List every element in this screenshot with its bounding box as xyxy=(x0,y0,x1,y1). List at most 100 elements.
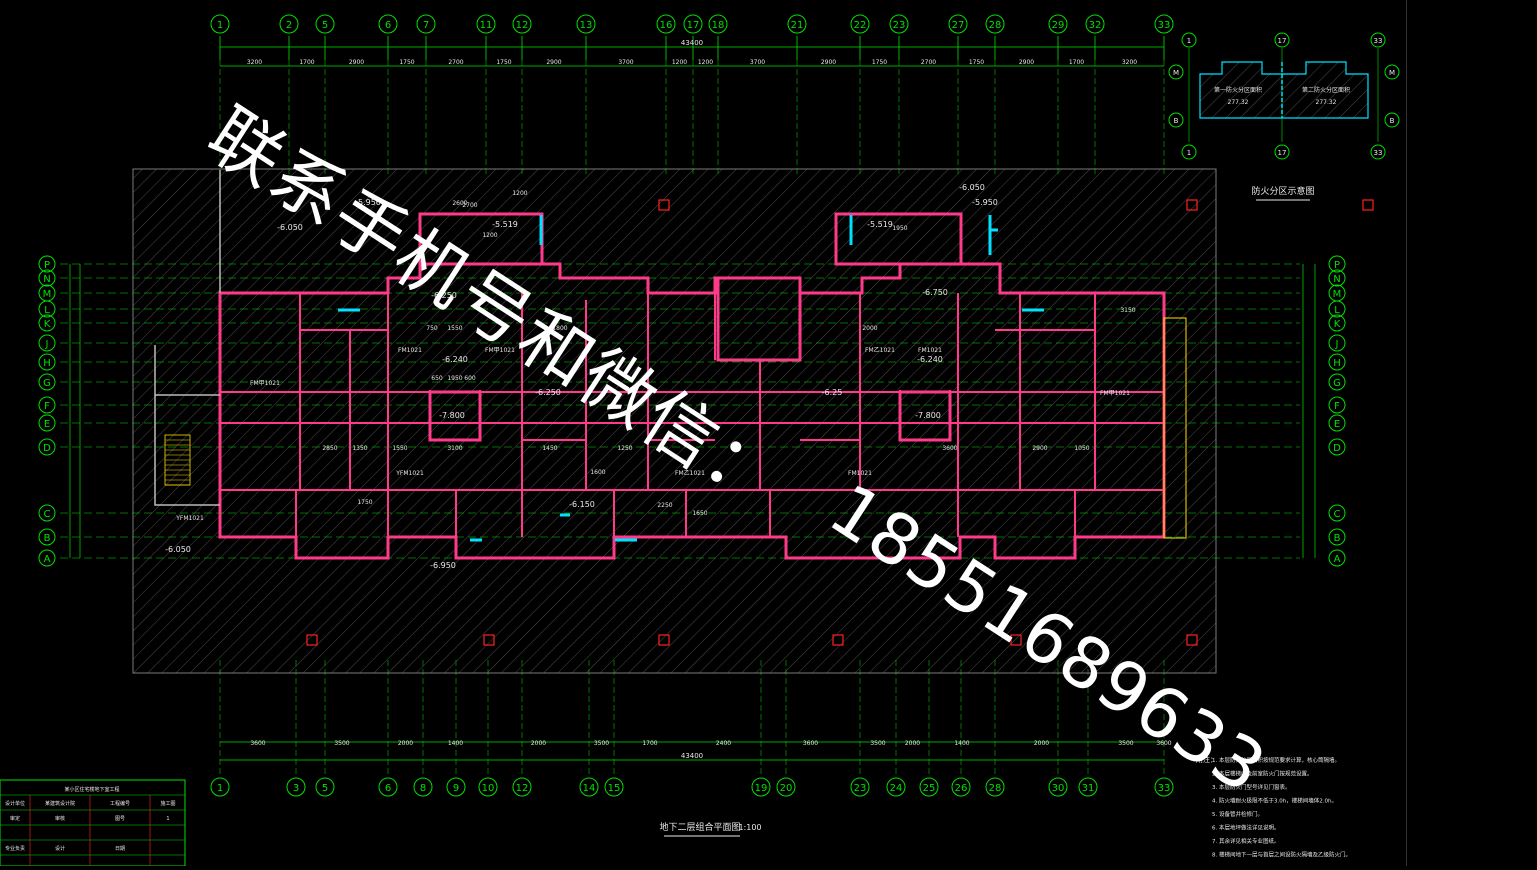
grid-label-bottom: 12 xyxy=(516,783,529,794)
grid-bubble-top xyxy=(1085,14,1105,34)
grid-label-top: 28 xyxy=(989,20,1002,31)
fire-zone-1-label: 第一防火分区面积 xyxy=(1214,86,1262,94)
note-line: 4. 防火墙耐火极限不低于3.0h，楼梯间墙体2.0h。 xyxy=(1212,797,1337,805)
grid-label-bottom: 23 xyxy=(854,783,867,794)
site-hatch-area xyxy=(132,168,1217,674)
grid-bubble-left xyxy=(38,314,56,332)
grid-bubble-top xyxy=(1048,14,1068,34)
key-grid-bubble xyxy=(1274,144,1290,160)
dim-top-label: 2900 xyxy=(1019,59,1034,66)
grid-bubble-top xyxy=(576,14,596,34)
inner-dim-label: 1600 xyxy=(590,469,605,476)
key-grid-bubble xyxy=(1168,112,1184,128)
grid-bubble-right xyxy=(1328,353,1346,371)
grid-label-right: J xyxy=(1335,339,1339,350)
dim-top-label: 1750 xyxy=(969,59,984,66)
grid-label-bottom: 9 xyxy=(453,783,459,794)
grid-bubble-right xyxy=(1328,504,1346,522)
inner-dim-label: 1250 xyxy=(617,445,632,452)
grid-label-bottom: 14 xyxy=(583,783,596,794)
key-grid-label: 33 xyxy=(1374,37,1383,45)
dim-top-label: 2700 xyxy=(448,59,463,66)
grid-label-left: L xyxy=(44,305,50,316)
elevator-core xyxy=(716,276,802,362)
grid-bubble-bottom xyxy=(478,777,498,797)
elevation-label: -6.050 xyxy=(277,223,303,232)
grid-label-right: P xyxy=(1334,260,1340,271)
grid-bubble-bottom xyxy=(951,777,971,797)
grid-bubble-top xyxy=(416,14,436,34)
grid-label-right: C xyxy=(1334,509,1341,520)
key-grid-label: 1 xyxy=(1187,149,1191,157)
elevation-label: -6.050 xyxy=(959,183,985,192)
drawing-scale: 1:100 xyxy=(738,823,761,832)
column-marker xyxy=(1010,634,1022,646)
grid-label-bottom: 28 xyxy=(989,783,1002,794)
grid-label-bottom: 24 xyxy=(890,783,903,794)
inner-dim-label: 650 xyxy=(431,375,443,382)
grid-label-right: N xyxy=(1333,274,1340,285)
dim-bottom-label: 1400 xyxy=(448,740,463,747)
grid-bubble-bottom xyxy=(1078,777,1098,797)
grid-bubble-bottom xyxy=(919,777,939,797)
grid-label-right: A xyxy=(1334,554,1341,565)
dim-top-label: 1750 xyxy=(399,59,414,66)
elevation-label: -6.240 xyxy=(917,355,943,364)
grid-bubble-top xyxy=(850,14,870,34)
elevation-label: -7.800 xyxy=(439,411,465,420)
dim-top-label: 2900 xyxy=(349,59,364,66)
grid-label-bottom: 19 xyxy=(755,783,768,794)
titleblock-cell: 1 xyxy=(166,816,169,822)
key-grid-label: 17 xyxy=(1278,149,1287,157)
elevation-label: -5.950 xyxy=(972,198,998,207)
dim-top-label: 1750 xyxy=(496,59,511,66)
grid-bubble-bottom xyxy=(210,777,230,797)
grid-bubble-top xyxy=(683,14,703,34)
dim-bottom-label: 1400 xyxy=(954,740,969,747)
inner-dim-label: 1450 xyxy=(542,445,557,452)
grid-bubble-right xyxy=(1328,314,1346,332)
door-tag: FM乙1021 xyxy=(865,347,895,354)
grid-label-bottom: 31 xyxy=(1082,783,1095,794)
grid-bubble-right xyxy=(1328,396,1346,414)
inner-dim-label: 1050 xyxy=(1074,445,1089,452)
grid-bubble-bottom xyxy=(446,777,466,797)
note-line: 3. 本层防火门型号详见门窗表。 xyxy=(1212,783,1291,791)
inner-dim-label: 600 xyxy=(464,375,476,382)
grid-bubble-left xyxy=(38,269,56,287)
key-grid-label: 1 xyxy=(1187,37,1191,45)
grid-label-left: D xyxy=(43,443,51,454)
grid-bubble-right xyxy=(1328,269,1346,287)
dim-bottom-label: 3500 xyxy=(1118,740,1133,747)
key-grid-bubble xyxy=(1181,144,1197,160)
grid-label-bottom: 26 xyxy=(955,783,968,794)
column-marker xyxy=(658,634,670,646)
column-marker xyxy=(658,199,670,211)
dim-top-label: 3700 xyxy=(750,59,765,66)
inner-dim-label: 1350 xyxy=(352,445,367,452)
titleblock-cell: 专业负责 xyxy=(5,845,25,852)
grid-label-right: F xyxy=(1334,401,1340,412)
grid-bubble-top xyxy=(279,14,299,34)
dim-top-label: 2900 xyxy=(821,59,836,66)
titleblock-cell: 工程编号 xyxy=(110,800,130,807)
grid-label-bottom: 30 xyxy=(1052,783,1065,794)
elevation-label: -6.050 xyxy=(165,545,191,554)
inner-dim-label: 2600 xyxy=(452,200,467,207)
note-line: 1. 本层防火分区面积按规范要求计算，核心筒隔墙。 xyxy=(1212,756,1340,764)
key-outline xyxy=(1199,61,1369,119)
grid-label-left: J xyxy=(45,339,49,350)
grid-label-left: F xyxy=(44,401,50,412)
dim-top-label: 1700 xyxy=(1069,59,1084,66)
titleblock-cell: 设计 xyxy=(55,845,65,852)
key-grid-bubble xyxy=(1274,32,1290,48)
grid-bubble-bottom xyxy=(985,777,1005,797)
inner-dim-label: 3150 xyxy=(1120,307,1135,314)
titleblock-cell: 某建筑设计院 xyxy=(45,800,75,807)
grid-bubble-left xyxy=(38,255,56,273)
door-tag: YFM1021 xyxy=(175,515,204,522)
grid-bubble-left xyxy=(38,438,56,456)
